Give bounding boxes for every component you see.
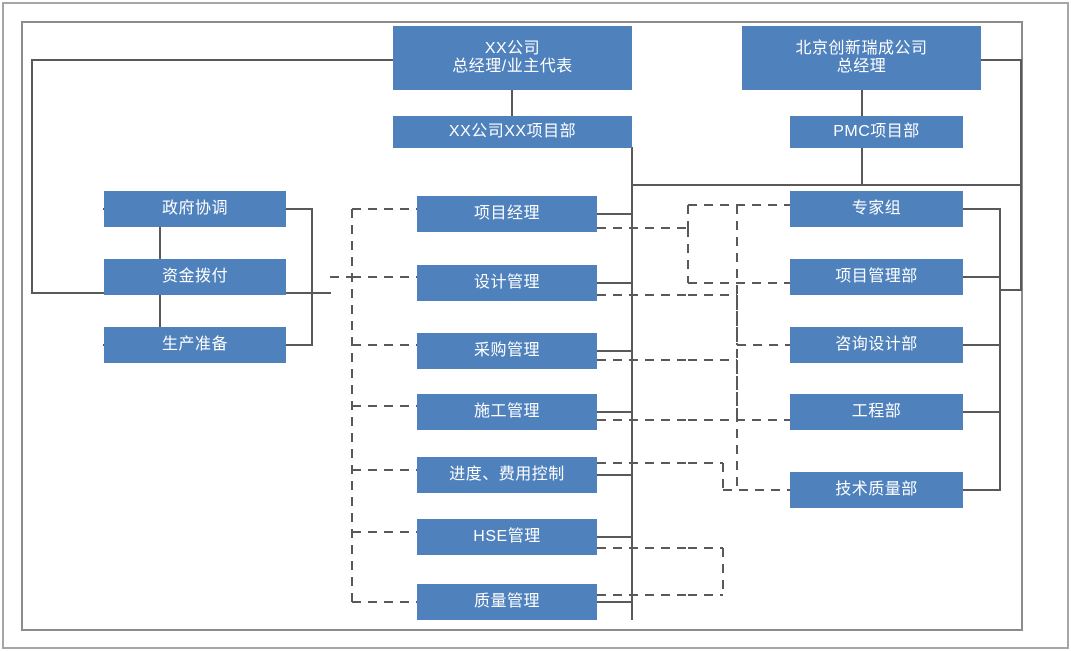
node-right-3[interactable]: 工程部 xyxy=(790,394,963,430)
node-center-3-label: 施工管理 xyxy=(473,402,540,420)
node-left-0-label: 政府协调 xyxy=(161,199,228,217)
node-right-2[interactable]: 咨询设计部 xyxy=(790,327,963,363)
node-right-0[interactable]: 专家组 xyxy=(790,191,963,227)
node-right-2-label: 咨询设计部 xyxy=(835,335,918,353)
node-center-3[interactable]: 施工管理 xyxy=(417,394,597,430)
node-owner-project-dept-label: XX公司XX项目部 xyxy=(448,122,577,140)
node-center-5-label: HSE管理 xyxy=(473,527,541,545)
node-left-2[interactable]: 生产准备 xyxy=(104,327,286,363)
node-right-1[interactable]: 项目管理部 xyxy=(790,259,963,295)
node-center-1-label: 设计管理 xyxy=(473,273,540,291)
node-center-2-label: 采购管理 xyxy=(473,341,540,359)
node-center-6-label: 质量管理 xyxy=(473,592,540,610)
node-center-4-label: 进度、费用控制 xyxy=(449,465,565,483)
node-left-0[interactable]: 政府协调 xyxy=(104,191,286,227)
node-left-1-label: 资金拨付 xyxy=(161,267,228,285)
node-right-0-label: 专家组 xyxy=(851,199,902,217)
node-right-3-label: 工程部 xyxy=(851,402,902,420)
node-pmc-gm[interactable]: 北京创新瑞成公司 总经理 xyxy=(742,26,981,90)
node-owner-gm[interactable]: XX公司 总经理/业主代表 xyxy=(393,26,632,90)
node-center-4[interactable]: 进度、费用控制 xyxy=(417,457,597,493)
node-center-5[interactable]: HSE管理 xyxy=(417,519,597,555)
node-center-0[interactable]: 项目经理 xyxy=(417,196,597,232)
node-pmc-gm-label: 北京创新瑞成公司 总经理 xyxy=(795,39,928,75)
dashed-connectors xyxy=(330,204,790,603)
node-left-1[interactable]: 资金拨付 xyxy=(104,259,286,295)
node-center-0-label: 项目经理 xyxy=(473,204,540,222)
node-center-2[interactable]: 采购管理 xyxy=(417,333,597,369)
node-owner-project-dept[interactable]: XX公司XX项目部 xyxy=(393,116,632,148)
node-right-4-label: 技术质量部 xyxy=(835,480,918,498)
node-right-1-label: 项目管理部 xyxy=(835,267,918,285)
node-left-2-label: 生产准备 xyxy=(161,335,228,353)
node-owner-gm-label: XX公司 总经理/业主代表 xyxy=(452,39,573,75)
node-right-4[interactable]: 技术质量部 xyxy=(790,472,963,508)
node-center-1[interactable]: 设计管理 xyxy=(417,265,597,301)
node-pmc-project-dept[interactable]: PMC项目部 xyxy=(790,116,963,148)
node-center-6[interactable]: 质量管理 xyxy=(417,584,597,620)
node-pmc-project-dept-label: PMC项目部 xyxy=(833,122,920,140)
